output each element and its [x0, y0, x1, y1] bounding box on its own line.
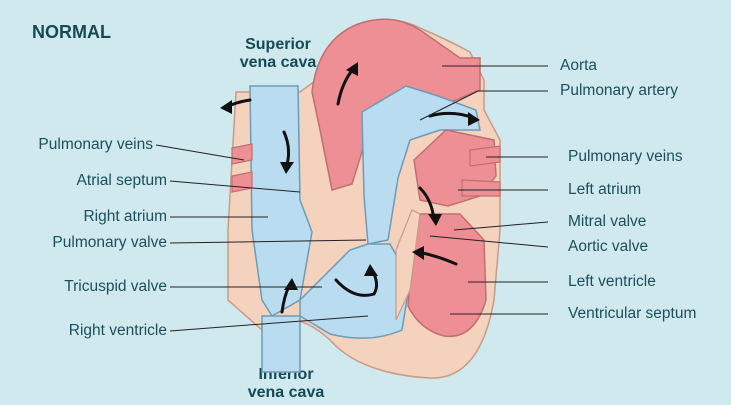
arrowhead-superior — [220, 100, 232, 114]
label-right-atrium: Right atrium — [10, 208, 167, 226]
label-aorta: Aorta — [560, 57, 597, 75]
label-pulmonary-veins-right: Pulmonary veins — [568, 148, 683, 166]
label-pulmonary-valve: Pulmonary valve — [10, 234, 167, 252]
leader-pulmonary-veins-left — [156, 145, 244, 160]
left-ventricle — [408, 214, 486, 336]
label-left-ventricle: Left ventricle — [568, 273, 656, 291]
label-mitral-valve: Mitral valve — [568, 213, 646, 231]
label-aortic-valve: Aortic valve — [568, 238, 648, 256]
label-pulmonary-artery: Pulmonary artery — [560, 82, 678, 100]
label-right-ventricle: Right ventricle — [10, 322, 167, 340]
inferior-vena-cava — [262, 316, 300, 372]
label-atrial-septum: Atrial septum — [10, 172, 167, 190]
label-tricuspid-valve: Tricuspid valve — [10, 278, 167, 296]
label-left-atrium: Left atrium — [568, 181, 641, 199]
label-pulmonary-veins-left: Pulmonary veins — [10, 136, 153, 154]
label-ventricular-septum: Ventricular septum — [568, 305, 696, 323]
